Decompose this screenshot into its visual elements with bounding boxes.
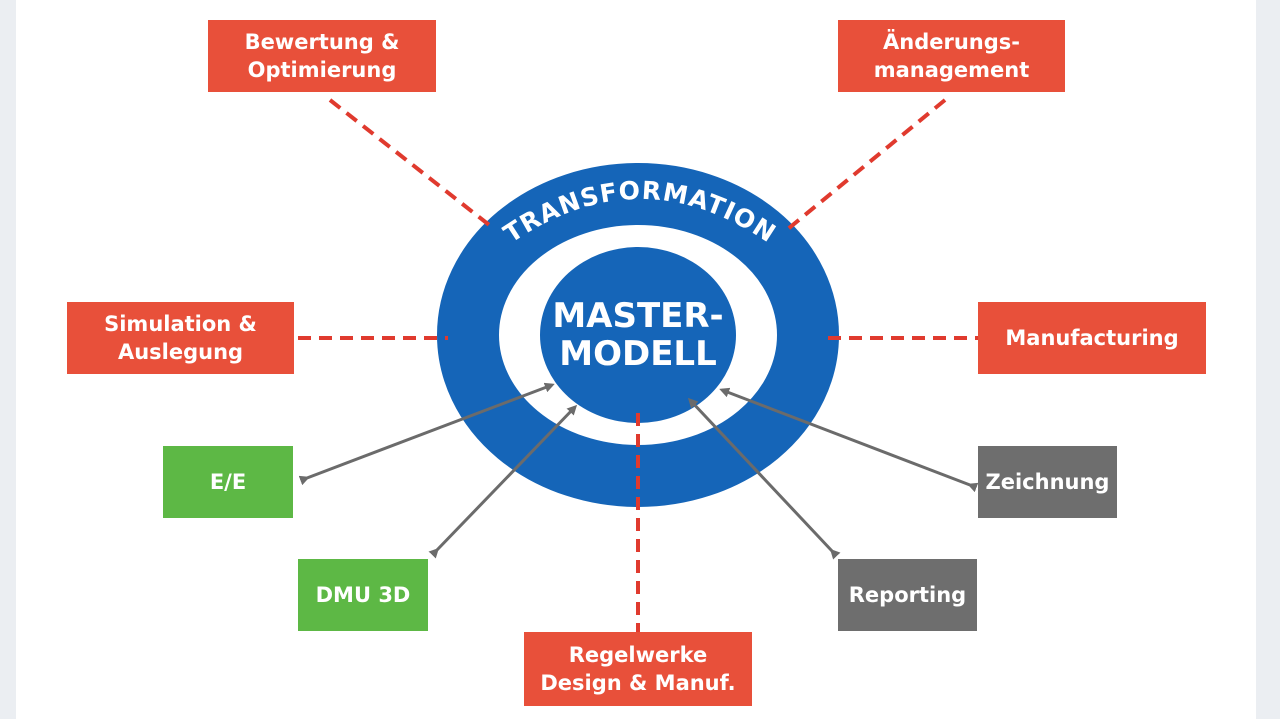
node-bewertung-optimierung: Bewertung & Optimierung xyxy=(208,20,436,92)
master-modell-core xyxy=(540,247,736,423)
arrow-dmu xyxy=(428,404,578,559)
node-label-line1: Bewertung & xyxy=(244,30,400,54)
core-label-line2: MODELL xyxy=(559,334,717,374)
diagram-graphics: TRANSFORMATION xyxy=(298,98,979,632)
node-label-line2: Design & Manuf. xyxy=(540,671,736,695)
node-label-line2: Auslegung xyxy=(117,340,244,364)
diagram: TRANSFORMATION MASTER- MODELL xyxy=(16,0,1256,719)
node-manufacturing: Manufacturing xyxy=(978,302,1206,374)
node-aenderungsmanagement: Änderungs- management xyxy=(838,20,1065,92)
node-label-line1: E/E xyxy=(209,470,247,494)
node-label-line2: Optimierung xyxy=(247,58,397,82)
core-label: MASTER- MODELL xyxy=(540,297,736,373)
node-label-line1: Manufacturing xyxy=(1005,326,1179,350)
node-label-line1: Reporting xyxy=(848,583,967,607)
node-label-line1: Simulation & xyxy=(104,312,257,336)
diagram-canvas: TRANSFORMATION MASTER- MODELL xyxy=(16,0,1256,719)
node-ee: E/E xyxy=(163,446,293,518)
node-dmu-3d: DMU 3D xyxy=(298,559,428,631)
node-label-line1: Zeichnung xyxy=(985,470,1110,494)
arrow-zeichnung xyxy=(719,387,979,493)
node-reporting: Reporting xyxy=(838,559,977,631)
node-simulation-auslegung: Simulation & Auslegung xyxy=(67,302,294,374)
node-label-line1: Regelwerke xyxy=(568,643,708,667)
core-label-line1: MASTER- xyxy=(552,296,724,336)
connector-aenderung xyxy=(781,98,947,235)
node-regelwerke: Regelwerke Design & Manuf. xyxy=(524,632,752,706)
node-label-line2: management xyxy=(873,58,1030,82)
node-label-line1: Änderungs- xyxy=(883,30,1020,54)
node-label-line1: DMU 3D xyxy=(315,583,411,607)
node-zeichnung: Zeichnung xyxy=(978,446,1117,518)
connector-bewertung xyxy=(328,98,495,230)
